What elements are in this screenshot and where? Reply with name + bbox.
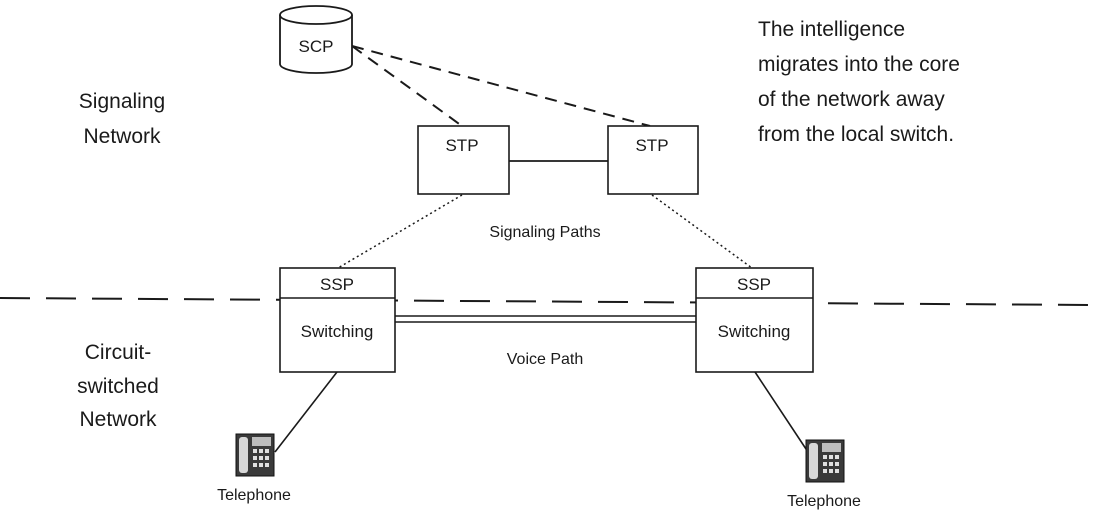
signaling-network-line-2: Network (83, 125, 161, 148)
telephone-left-label: Telephone (217, 487, 291, 504)
scp-node: SCP (279, 5, 353, 74)
circuit-switched-line-1: Circuit- (85, 341, 152, 364)
annotation-line-3: of the network away (758, 88, 945, 111)
circuit-switched-line-2: switched (77, 375, 159, 398)
stp-right-node: STP (607, 125, 699, 195)
stp-right-label: STP (635, 136, 668, 155)
scp-label: SCP (299, 37, 334, 56)
switching-right-label: Switching (718, 322, 791, 341)
ssp-switch-right-node: SSP Switching (695, 267, 814, 373)
network-boundary-line (0, 297, 1094, 306)
voice-path-label: Voice Path (507, 351, 584, 368)
signaling-network-label: Signaling Network (79, 90, 165, 148)
circuit-switched-line-3: Network (79, 408, 157, 431)
telephone-left-icon (235, 433, 275, 477)
signaling-path-left (337, 194, 463, 269)
circuit-switched-network-label: Circuit- switched Network (77, 341, 159, 431)
stp-left-node: STP (417, 125, 510, 195)
annotation-line-2: migrates into the core (758, 53, 960, 76)
annotation-line-1: The intelligence (758, 18, 905, 41)
ssp-left-label: SSP (320, 275, 354, 294)
ssp-right-label: SSP (737, 275, 771, 294)
scp-stp-right-link (351, 45, 651, 127)
intelligence-annotation: The intelligence migrates into the core … (758, 18, 960, 146)
signaling-paths-label: Signaling Paths (489, 224, 600, 241)
telephone-right-label: Telephone (787, 493, 861, 510)
ssp-switch-left-node: SSP Switching (279, 267, 396, 373)
signaling-network-line-1: Signaling (79, 90, 165, 113)
stp-left-label: STP (445, 136, 478, 155)
telephone-right-link (754, 371, 809, 453)
annotation-line-4: from the local switch. (758, 123, 954, 146)
scp-stp-left-link (351, 45, 463, 127)
signaling-path-right (651, 194, 753, 269)
telephone-right-icon (805, 439, 845, 483)
switching-left-label: Switching (301, 322, 374, 341)
telephone-left-link (274, 371, 338, 453)
